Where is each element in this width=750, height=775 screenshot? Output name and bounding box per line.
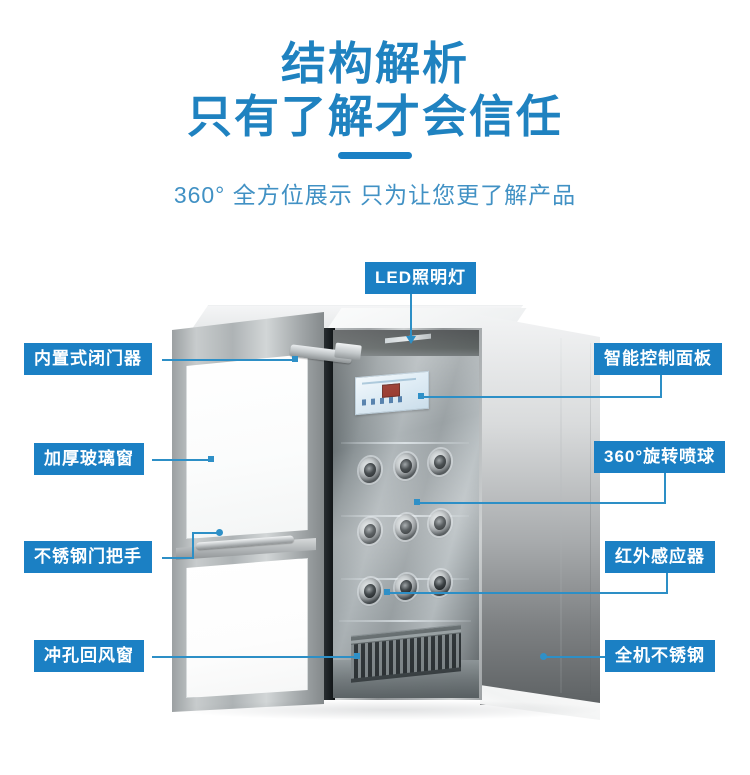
- door-glass-upper: [186, 354, 308, 539]
- callout-label-return-air-window[interactable]: 冲孔回风窗: [34, 640, 144, 672]
- title-line-1: 结构解析: [280, 38, 469, 89]
- cabinet-right-panel: [480, 315, 600, 705]
- leader-line-return-air-window: [152, 656, 357, 658]
- callout-label-control-panel[interactable]: 智能控制面板: [594, 343, 722, 375]
- floor-shadow: [180, 700, 600, 720]
- callout-label-door-closer[interactable]: 内置式闭门器: [24, 343, 152, 375]
- header: 结构解析 只有了解才会信任 360° 全方位展示 只为让您更了解产品: [0, 0, 750, 230]
- leader-line-door-handle-h2: [192, 532, 218, 534]
- page-title: 结构解析 只有了解才会信任: [0, 38, 750, 144]
- leader-dot-infrared-sensor: [384, 589, 390, 595]
- leader-line-control-panel-v: [660, 375, 662, 397]
- callout-label-infrared-sensor[interactable]: 红外感应器: [605, 541, 715, 573]
- door-glass-lower: [186, 558, 308, 698]
- leader-line-door-handle-h1: [162, 557, 194, 559]
- leader-line-glass-window: [152, 459, 210, 461]
- callout-label-door-handle[interactable]: 不锈钢门把手: [24, 541, 152, 573]
- leader-dot-door-closer: [292, 356, 298, 362]
- shower-chamber: [333, 330, 479, 698]
- leader-line-led-light: [410, 294, 412, 338]
- cabinet-right-seam-1: [560, 338, 562, 693]
- open-glass-door[interactable]: [172, 312, 324, 712]
- leader-line-infrared-sensor-v: [666, 573, 668, 593]
- chamber-highlight: [333, 330, 479, 698]
- title-divider: [338, 152, 412, 159]
- leader-dot-all-stainless-steel: [540, 653, 547, 660]
- leader-dot-control-panel: [418, 393, 424, 399]
- leader-line-rotating-nozzle-v: [664, 473, 666, 503]
- subtitle: 360° 全方位展示 只为让您更了解产品: [173, 182, 577, 208]
- callout-label-rotating-nozzle[interactable]: 360°旋转喷球: [594, 441, 726, 473]
- leader-line-door-closer: [162, 359, 296, 361]
- leader-line-door-handle-v: [192, 533, 194, 557]
- leader-line-control-panel-h: [420, 396, 662, 398]
- callout-label-led-light[interactable]: LED照明灯: [365, 262, 476, 294]
- chamber-lower-rail: [339, 620, 471, 622]
- device-illustration: [0, 230, 750, 775]
- cabinet-right-seam-2: [590, 343, 591, 695]
- leader-dot-rotating-nozzle: [414, 499, 420, 505]
- leader-dot-door-handle: [216, 529, 223, 536]
- leader-line-all-stainless-steel: [545, 656, 605, 658]
- leader-arrow-led-light: [406, 336, 416, 344]
- leader-line-infrared-sensor-h: [386, 592, 668, 594]
- leader-line-rotating-nozzle-h: [416, 502, 666, 504]
- title-line-2: 只有了解才会信任: [186, 91, 563, 142]
- nozzle-rail-1: [341, 442, 469, 444]
- leader-dot-return-air-window: [354, 653, 360, 659]
- built-in-door-closer-body: [334, 342, 362, 361]
- callout-label-glass-window[interactable]: 加厚玻璃窗: [34, 443, 144, 475]
- leader-dot-glass-window: [208, 456, 214, 462]
- callout-label-all-stainless-steel[interactable]: 全机不锈钢: [605, 640, 715, 672]
